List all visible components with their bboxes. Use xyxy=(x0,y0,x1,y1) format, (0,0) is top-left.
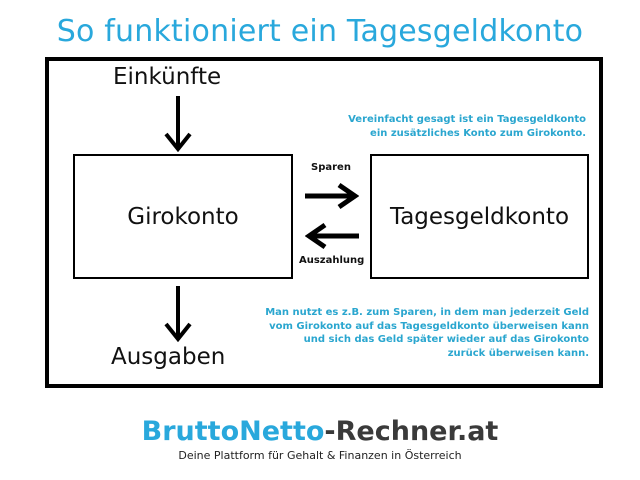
brand-tagline: Deine Plattform für Gehalt & Finanzen in… xyxy=(178,449,462,462)
arrow-down-icon xyxy=(164,286,192,342)
arrow-right-icon xyxy=(305,182,359,210)
brand-logo: BruttoNetto-Rechner.at xyxy=(0,416,640,447)
tagesgeldkonto-label: Tagesgeldkonto xyxy=(389,203,570,230)
note-bottom: Man nutzt es z.B. zum Sparen, in dem man… xyxy=(265,307,589,359)
note-top: Vereinfacht gesagt ist ein Tagesgeldkont… xyxy=(348,114,586,139)
girokonto-box: Girokonto xyxy=(73,154,293,279)
auszahlung-label: Auszahlung xyxy=(299,255,365,266)
page-title: So funktioniert ein Tagesgeldkonto xyxy=(56,14,584,49)
girokonto-label: Girokonto xyxy=(127,203,239,230)
arrow-left-icon xyxy=(305,222,359,250)
diagram-frame xyxy=(45,57,603,388)
income-label: Einkünfte xyxy=(113,64,222,90)
logo-part2: -Rechner.at xyxy=(324,416,499,447)
arrow-down-icon xyxy=(164,96,192,152)
expenses-label: Ausgaben xyxy=(111,344,226,370)
logo-part1: BruttoNetto xyxy=(141,416,325,447)
tagesgeldkonto-box: Tagesgeldkonto xyxy=(370,154,589,279)
sparen-label: Sparen xyxy=(311,162,351,173)
